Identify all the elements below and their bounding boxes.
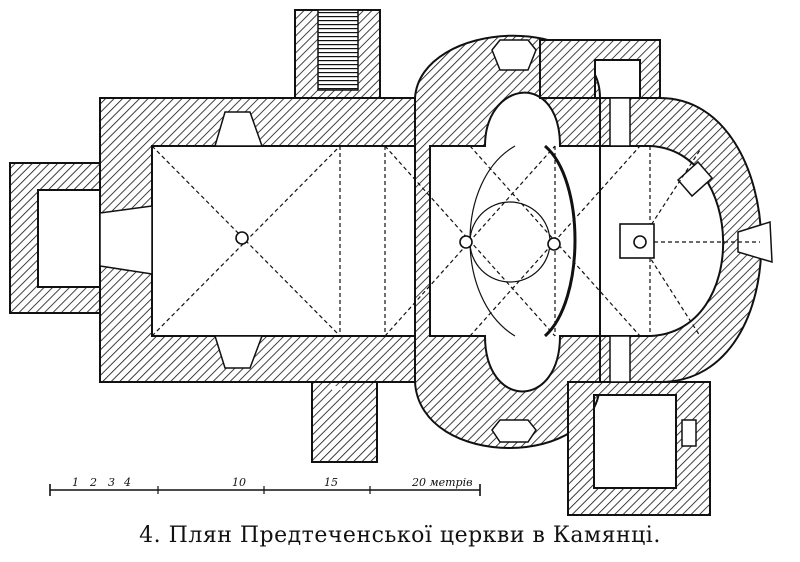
southeast-annex-wall: [567, 381, 711, 516]
scale-label-2: 2: [89, 476, 97, 489]
scale-label-1: 1: [72, 476, 79, 489]
crossing-keystone-east: [547, 237, 561, 251]
scale-label-10: 10: [232, 476, 246, 489]
dome-arc-left: [469, 145, 516, 337]
keystones: [235, 223, 655, 259]
altar-keystone: [633, 235, 647, 249]
openings: [99, 39, 773, 447]
dome-arc-right: [543, 144, 577, 338]
central-south-window: [491, 419, 537, 443]
nave-keystone: [235, 231, 249, 245]
crossing-keystone-west: [459, 235, 473, 249]
scale-label-4: 4: [123, 476, 131, 489]
apse-northeast-window: [676, 160, 714, 198]
west-porch-wall: [9, 162, 101, 314]
nave-north-window: [213, 111, 264, 147]
scale-bar: 1 2 3 4 10 15 20 метрів: [49, 476, 481, 496]
scale-label-3: 3: [108, 476, 115, 489]
nave-south-window: [213, 335, 264, 369]
southeast-annex-window: [681, 419, 697, 447]
central-north-window: [491, 39, 537, 71]
scale-label-15: 15: [324, 476, 338, 489]
figure-caption: 4. Плян Предтеченської церкви в Камянці.: [139, 523, 661, 548]
west-door: [99, 205, 153, 275]
northeast-annex-door: [609, 97, 631, 147]
central-dome: [469, 201, 551, 283]
southeast-annex-door: [609, 335, 631, 383]
north-tower-stairs: [317, 9, 359, 91]
south-buttress-slot: [332, 386, 342, 390]
scale-label-20: 20 метрів: [411, 476, 473, 489]
walls: [9, 9, 763, 516]
south-buttress: [311, 381, 378, 463]
